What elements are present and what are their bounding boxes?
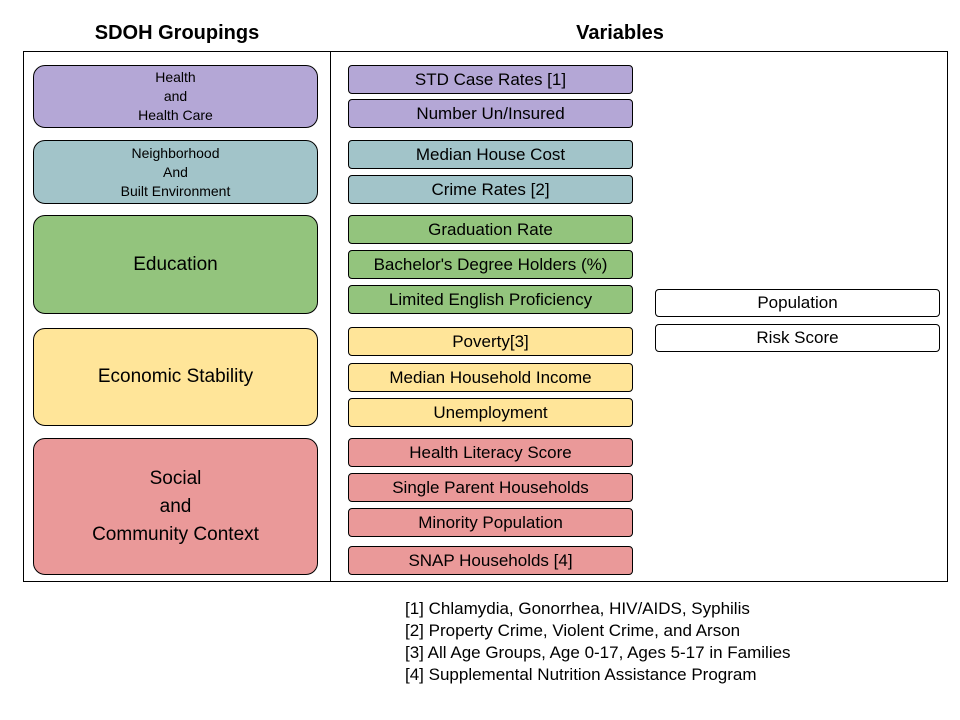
variable-unemployment: Unemployment bbox=[348, 398, 633, 427]
variable-graduation-rate: Graduation Rate bbox=[348, 215, 633, 244]
variable-std-case-rates: STD Case Rates [1] bbox=[348, 65, 633, 94]
variable-health-literacy: Health Literacy Score bbox=[348, 438, 633, 467]
outcome-population: Population bbox=[655, 289, 940, 317]
variable-number-uninsured: Number Un/Insured bbox=[348, 99, 633, 128]
variable-single-parent: Single Parent Households bbox=[348, 473, 633, 502]
footnote: [2] Property Crime, Violent Crime, and A… bbox=[405, 621, 741, 640]
column-divider bbox=[330, 51, 331, 582]
group-economic-stability: Economic Stability bbox=[33, 328, 318, 426]
variable-snap-households: SNAP Households [4] bbox=[348, 546, 633, 575]
variable-limited-english: Limited English Proficiency bbox=[348, 285, 633, 314]
group-social-community: Social and Community Context bbox=[33, 438, 318, 575]
group-health-care: Health and Health Care bbox=[33, 65, 318, 128]
outcome-risk-score: Risk Score bbox=[655, 324, 940, 352]
footnote: [4] Supplemental Nutrition Assistance Pr… bbox=[405, 665, 757, 684]
group-education: Education bbox=[33, 215, 318, 314]
variable-median-household-income: Median Household Income bbox=[348, 363, 633, 392]
footnotes: [1] Chlamydia, Gonorrhea, HIV/AIDS, Syph… bbox=[405, 598, 791, 686]
variable-poverty: Poverty[3] bbox=[348, 327, 633, 356]
variable-median-house-cost: Median House Cost bbox=[348, 140, 633, 169]
group-neighborhood: Neighborhood And Built Environment bbox=[33, 140, 318, 204]
footnote: [1] Chlamydia, Gonorrhea, HIV/AIDS, Syph… bbox=[405, 599, 750, 618]
groupings-heading: SDOH Groupings bbox=[94, 22, 260, 44]
variable-minority-population: Minority Population bbox=[348, 508, 633, 537]
variable-bachelors-degree: Bachelor's Degree Holders (%) bbox=[348, 250, 633, 279]
footnote: [3] All Age Groups, Age 0-17, Ages 5-17 … bbox=[405, 643, 791, 662]
variable-crime-rates: Crime Rates [2] bbox=[348, 175, 633, 204]
variables-heading: Variables bbox=[576, 22, 664, 44]
diagram-frame bbox=[23, 51, 948, 582]
